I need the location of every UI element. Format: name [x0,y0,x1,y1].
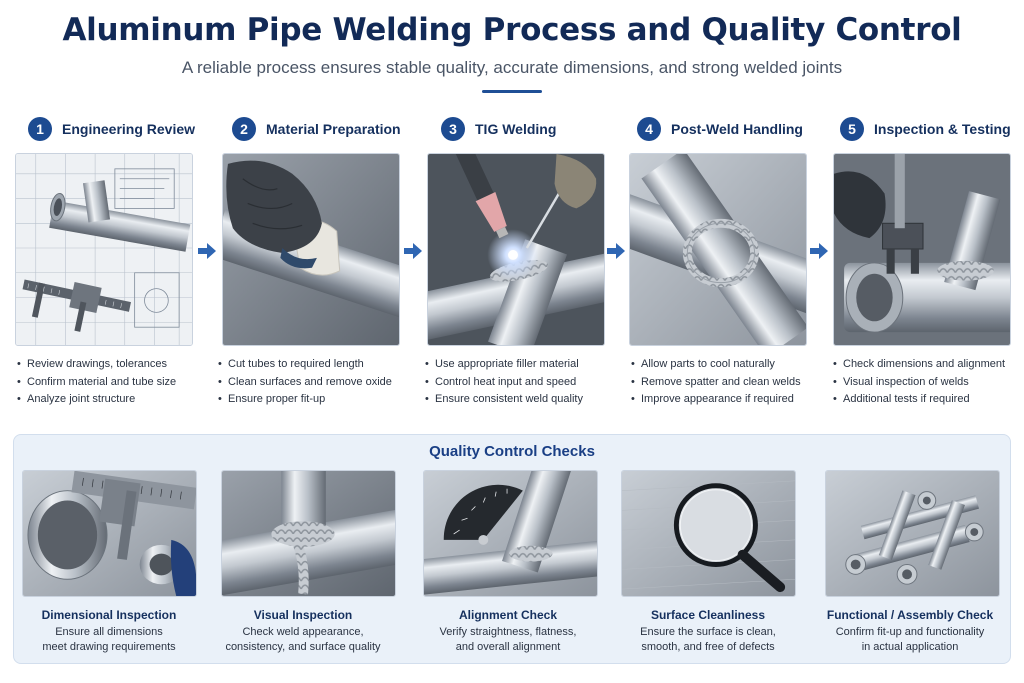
list-item: Cut tubes to required length [218,356,392,374]
qc-item-desc-line1: Verify straightness, flatness, [439,626,577,638]
magnifying-glass-surface-photo [621,470,796,597]
qc-item-desc-line2: smooth, and free of defects [641,640,775,653]
step-title: Material Preparation [266,121,401,137]
step-title: TIG Welding [475,121,557,137]
qc-item-desc-line2: and overall alignment [455,640,561,653]
list-item: Ensure consistent weld quality [425,391,583,409]
tig-torch-arc-photo [427,153,605,346]
welded-frame-assembly-photo [825,470,1000,597]
caliper-measuring-tube-photo [22,470,197,597]
qc-caption-surface: Surface Cleanliness Ensure the surface i… [608,608,808,654]
list-item: Use appropriate filler material [425,356,583,374]
step-header-5: 5 Inspection & Testing [840,116,1011,142]
qc-item-desc-line2: in actual application [861,640,959,653]
list-item: Control heat input and speed [425,374,583,392]
page-title: Aluminum Pipe Welding Process and Qualit… [62,12,962,48]
qc-item-desc-line2: meet drawing requirements [42,640,176,653]
list-item: Remove spatter and clean welds [631,374,801,392]
arrow-right-icon [607,243,625,259]
gloved-hand-cleaning-tube-photo [222,153,400,346]
list-item: Ensure proper fit-up [218,391,392,409]
step-number-badge: 3 [441,117,465,141]
page-subtitle: A reliable process ensures stable qualit… [181,58,843,77]
step-header-1: 1 Engineering Review [28,116,195,142]
step-number-badge: 4 [637,117,661,141]
list-item: Review drawings, tolerances [17,356,176,374]
step-title: Post-Weld Handling [671,121,803,137]
step-bullets-1: Review drawings, tolerances Confirm mate… [17,356,176,409]
list-item: Visual inspection of welds [833,374,1005,392]
step-number-badge: 5 [840,117,864,141]
blueprint-caliper-photo [15,153,193,346]
protractor-angle-check-photo [423,470,598,597]
qc-caption-alignment: Alignment Check Verify straightness, fla… [408,608,608,654]
qc-caption-visual: Visual Inspection Check weld appearance,… [203,608,403,654]
quality-control-title: Quality Control Checks [429,443,595,460]
step-bullets-2: Cut tubes to required length Clean surfa… [218,356,392,409]
step-header-3: 3 TIG Welding [441,116,556,142]
list-item: Additional tests if required [833,391,1005,409]
qc-item-desc-line2: consistency, and surface quality [225,640,381,653]
qc-item-title: Visual Inspection [253,608,353,622]
arrow-right-icon [404,243,422,259]
list-item: Clean surfaces and remove oxide [218,374,392,392]
qc-item-desc-line1: Ensure all dimensions [55,626,163,638]
qc-item-title: Alignment Check [458,608,557,622]
qc-caption-dimensional: Dimensional Inspection Ensure all dimens… [9,608,209,654]
step-bullets-5: Check dimensions and alignment Visual in… [833,356,1005,409]
cross-joint-weld-photo [629,153,807,346]
list-item: Confirm material and tube size [17,374,176,392]
qc-item-desc-line1: Confirm fit-up and functionality [835,626,985,638]
step-bullets-3: Use appropriate filler material Control … [425,356,583,409]
qc-item-title: Surface Cleanliness [650,608,766,622]
step-number-badge: 1 [28,117,52,141]
arrow-right-icon [198,243,216,259]
weld-bead-closeup-photo [221,470,396,597]
step-header-4: 4 Post-Weld Handling [637,116,803,142]
step-number-badge: 2 [232,117,256,141]
gauge-on-welded-part-photo [833,153,1011,346]
step-title: Engineering Review [62,121,196,137]
qc-item-desc-line1: Check weld appearance, [242,626,364,638]
list-item: Analyze joint structure [17,391,176,409]
qc-caption-functional: Functional / Assembly Check Confirm fit-… [810,608,1010,654]
step-bullets-4: Allow parts to cool naturally Remove spa… [631,356,801,409]
step-title: Inspection & Testing [874,121,1011,137]
title-underline [482,90,542,93]
arrow-right-icon [810,243,828,259]
list-item: Allow parts to cool naturally [631,356,801,374]
list-item: Check dimensions and alignment [833,356,1005,374]
qc-item-title: Dimensional Inspection [41,608,177,622]
qc-item-desc-line1: Ensure the surface is clean, [640,626,776,638]
list-item: Improve appearance if required [631,391,801,409]
step-header-2: 2 Material Preparation [232,116,401,142]
qc-item-title: Functional / Assembly Check [826,608,994,622]
